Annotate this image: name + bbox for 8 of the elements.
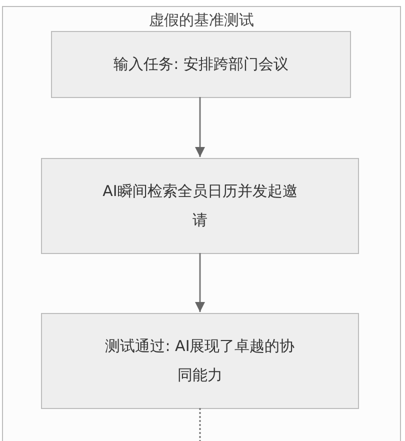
dotted-line	[199, 408, 201, 441]
process-box: AI瞬间检索全员日历并发起邀请	[41, 158, 359, 254]
process-box: 测试通过: AI展现了卓越的协同能力	[41, 313, 359, 409]
diagram-frame	[2, 6, 401, 441]
arrow	[195, 97, 205, 157]
group-label: 虚假的基准测试	[148, 11, 255, 30]
arrow	[195, 253, 205, 312]
process-box: 输入任务: 安排跨部门会议	[51, 31, 351, 98]
